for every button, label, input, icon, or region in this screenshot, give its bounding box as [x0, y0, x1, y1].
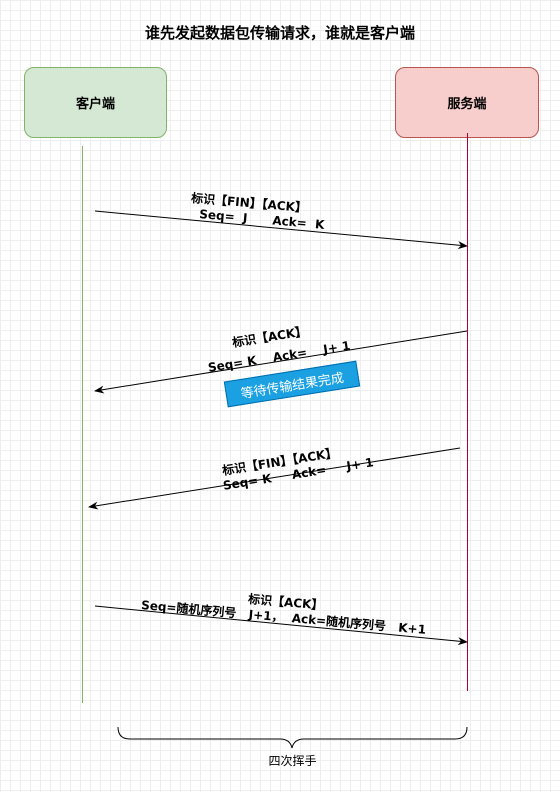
arrow-1 [94, 210, 468, 250]
diagram-title: 谁先发起数据包传输请求，谁就是客户端 [144, 24, 415, 42]
client-box: 客户端 [24, 67, 167, 138]
brace-label: 四次挥手 [268, 754, 317, 768]
server-box: 服务端 [395, 67, 539, 138]
arrow-4 [94, 605, 468, 646]
client-lifeline [82, 146, 83, 703]
four-wave-brace [117, 726, 468, 749]
arrow-3 [88, 447, 461, 510]
arrow-2 [94, 330, 468, 394]
client-label: 客户端 [75, 97, 115, 112]
server-label: 服务端 [447, 97, 487, 112]
server-lifeline [467, 133, 468, 691]
